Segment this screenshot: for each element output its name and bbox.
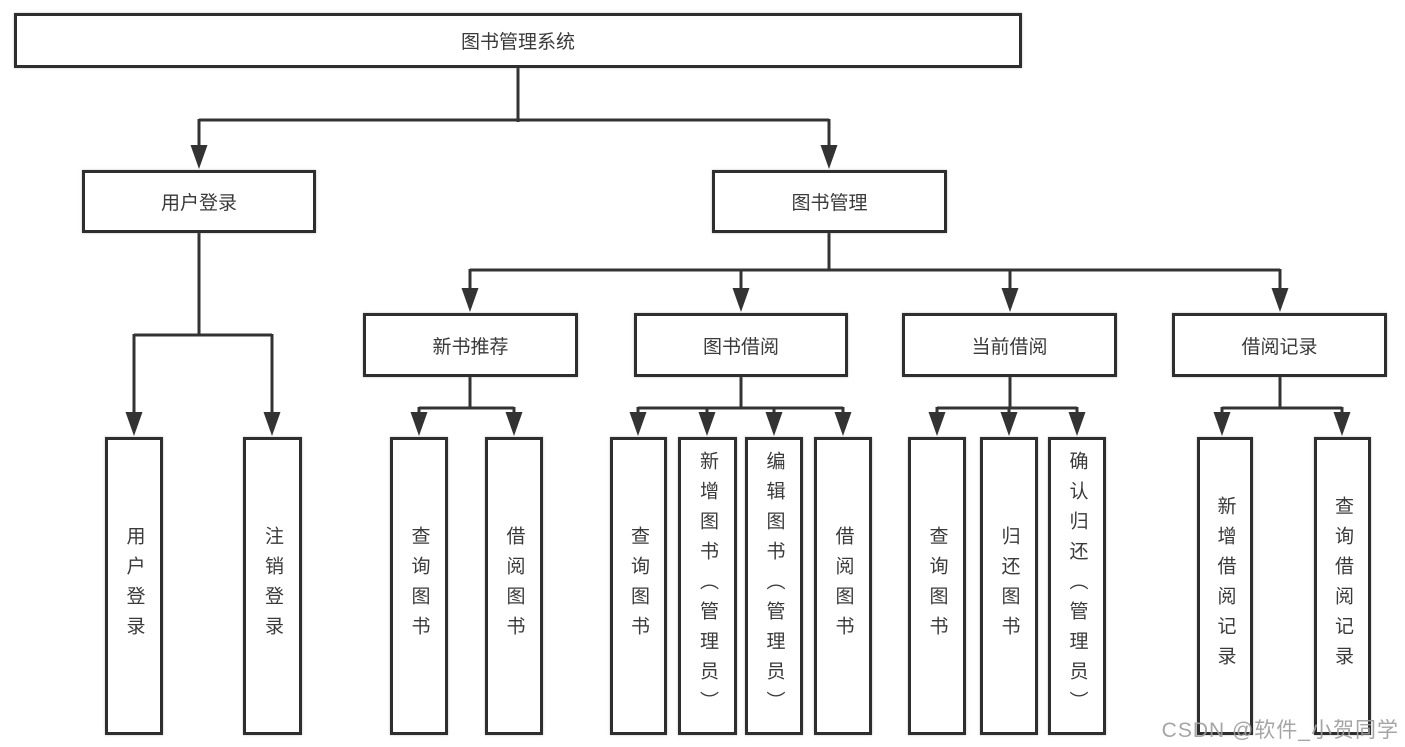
leaf-query-books-recommend: 查询图书 [390, 437, 448, 735]
leaf-add-book-admin: 新增图书（管理员） [678, 437, 737, 735]
leaf-label: 用户登录 [123, 526, 145, 646]
node-label: 当前借阅 [971, 336, 1048, 358]
leaf-label: 查询图书 [628, 526, 649, 646]
leaf-edit-book-admin: 编辑图书（管理员） [745, 437, 803, 735]
node-label: 用户登录 [160, 193, 237, 214]
leaf-query-books-current: 查询图书 [908, 437, 966, 735]
node-book-borrowing: 图书借阅 [634, 313, 848, 377]
leaf-query-books-borrowing: 查询图书 [610, 437, 667, 735]
leaf-label: 新增图书（管理员） [697, 451, 718, 721]
node-book-management: 图书管理 [712, 170, 947, 233]
leaf-label: 查询图书 [926, 526, 948, 646]
node-new-book-recommendation: 新书推荐 [363, 313, 578, 377]
leaf-label: 查询图书 [408, 526, 430, 646]
leaf-label: 借阅图书 [503, 526, 525, 646]
leaf-return-books: 归还图书 [980, 437, 1038, 735]
node-label: 借阅记录 [1241, 336, 1318, 358]
leaf-label: 借阅图书 [832, 526, 854, 646]
leaf-add-borrow-record: 新增借阅记录 [1197, 437, 1253, 735]
node-label: 图书管理系统 [460, 32, 575, 53]
csdn-watermark: CSDN @软件_小贺同学 [1161, 719, 1399, 742]
leaf-query-borrow-record: 查询借阅记录 [1314, 437, 1371, 735]
leaf-borrow-books-borrowing: 借阅图书 [814, 437, 872, 735]
leaf-confirm-return-admin: 确认归还（管理员） [1048, 437, 1106, 735]
leaf-label: 归还图书 [998, 526, 1020, 646]
leaf-logout: 注销登录 [243, 437, 302, 735]
leaf-user-login: 用户登录 [105, 437, 163, 735]
leaf-label: 确认归还（管理员） [1066, 451, 1088, 721]
leaf-label: 查询借阅记录 [1332, 496, 1353, 676]
leaf-label: 编辑图书（管理员） [763, 451, 785, 721]
leaf-label: 新增借阅记录 [1214, 496, 1236, 676]
node-library-management-system: 图书管理系统 [14, 13, 1022, 68]
node-label: 图书借阅 [702, 336, 779, 358]
leaf-borrow-books-recommend: 借阅图书 [485, 437, 543, 735]
node-current-borrowing: 当前借阅 [902, 313, 1117, 377]
node-label: 图书管理 [791, 193, 868, 214]
leaf-label: 注销登录 [262, 526, 283, 646]
node-label: 新书推荐 [432, 336, 509, 358]
node-user-login: 用户登录 [82, 170, 316, 233]
node-borrowing-records: 借阅记录 [1172, 313, 1387, 377]
